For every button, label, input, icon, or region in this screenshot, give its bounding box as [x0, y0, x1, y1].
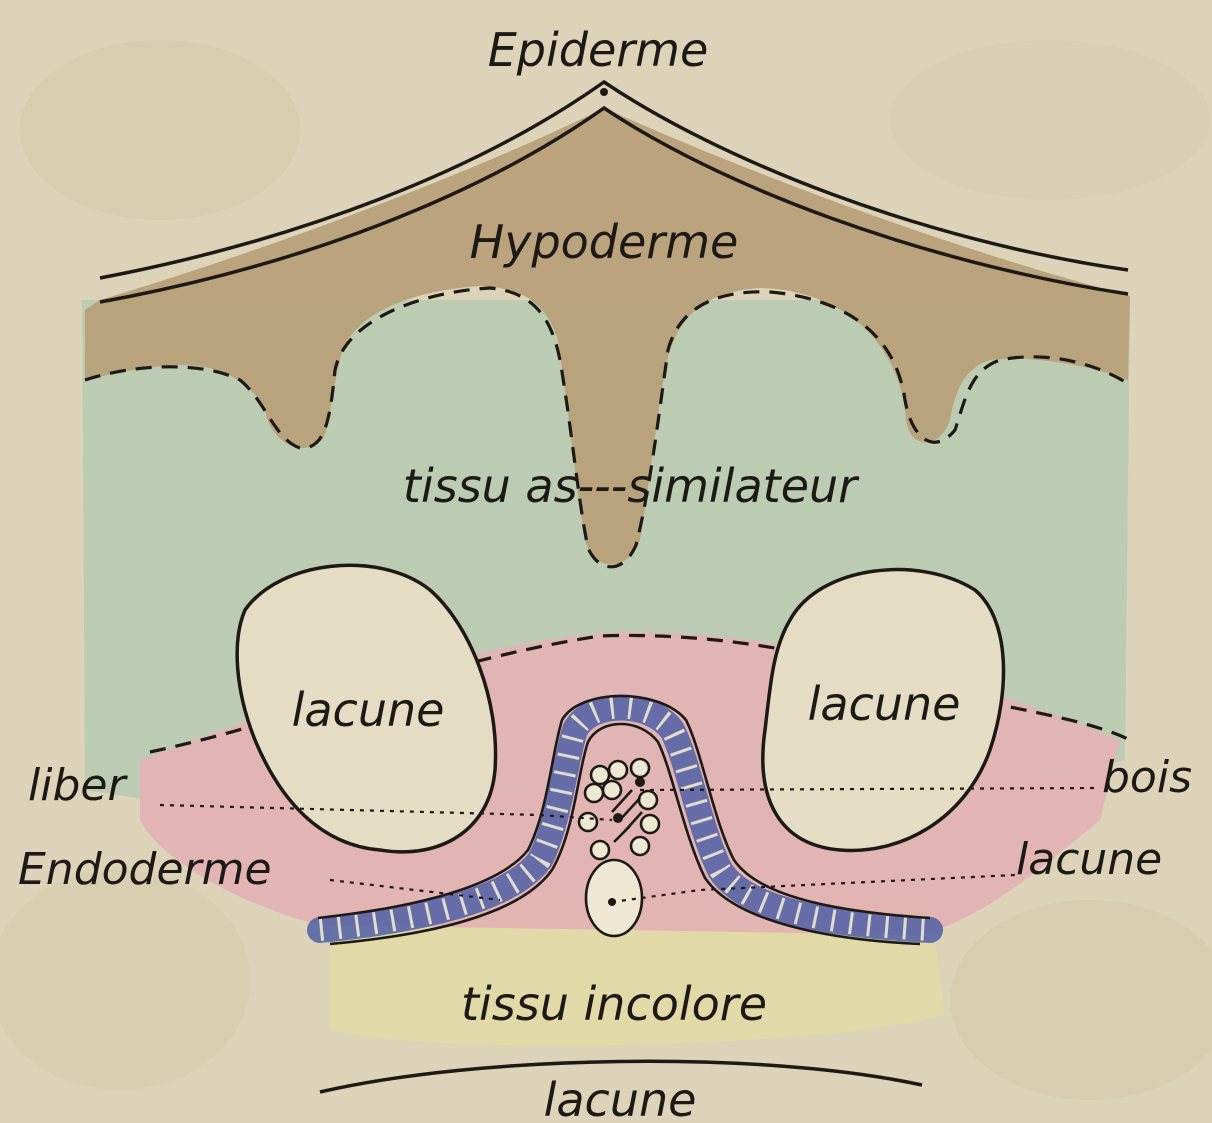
xylem-cell	[639, 791, 657, 809]
label-lacune-left: lacune	[292, 683, 445, 737]
label-lacune-bottom: lacune	[544, 1073, 697, 1123]
label-tissu-assimilateur: tissu as---similateur	[403, 459, 860, 513]
xylem-cell	[631, 837, 649, 855]
label-lacune-right: lacune	[808, 677, 961, 731]
xylem-cell	[603, 781, 621, 799]
xylem-cell	[631, 759, 649, 777]
label-endoderme: Endoderme	[18, 844, 272, 895]
bundle-dot	[635, 777, 645, 787]
label-lacune-small: lacune	[1016, 834, 1162, 885]
label-liber: liber	[28, 760, 128, 811]
label-tissu-incolore: tissu incolore	[461, 977, 767, 1031]
xylem-cell	[609, 761, 627, 779]
xylem-cell	[641, 815, 659, 833]
xylem-cell	[585, 784, 603, 802]
xylem-cell	[579, 813, 597, 831]
label-bois: bois	[1102, 752, 1192, 803]
xylem-cell	[591, 841, 609, 859]
epiderme-pointer-dot	[600, 88, 608, 96]
label-hypoderme: Hypoderme	[470, 215, 739, 269]
xylem-cell	[591, 766, 609, 784]
label-epiderme: Epiderme	[488, 23, 709, 77]
bundle-dot	[613, 813, 623, 823]
